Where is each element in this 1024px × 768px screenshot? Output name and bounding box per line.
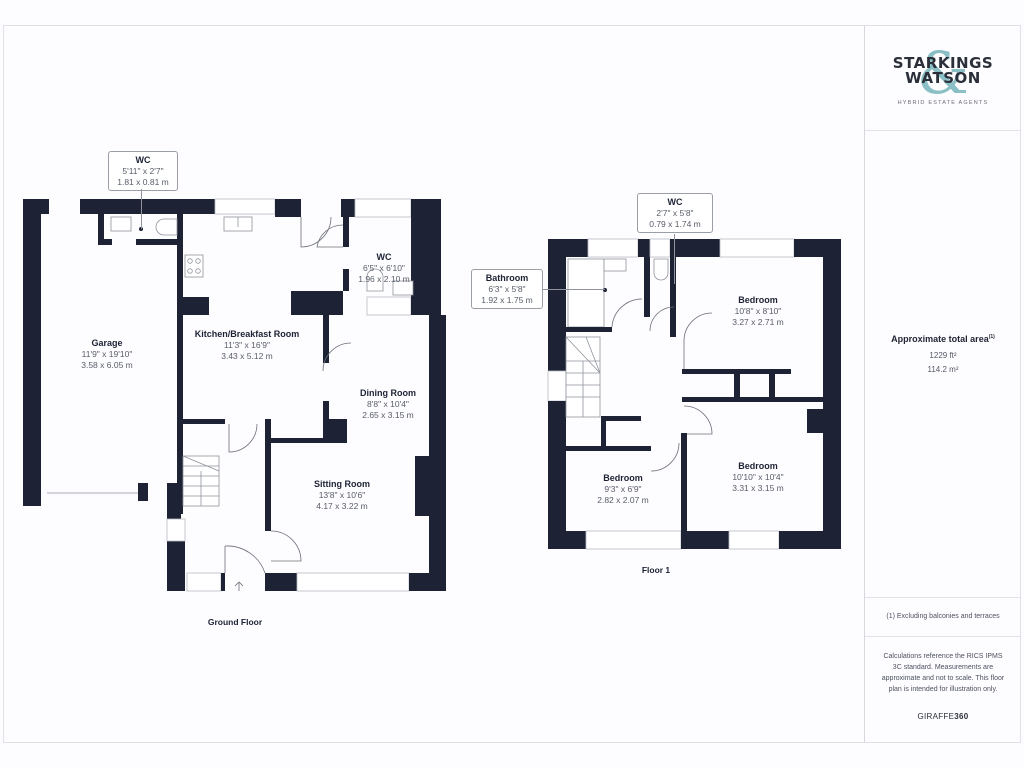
room-dimensions-imperial: 11'9" x 19'10"	[81, 349, 133, 359]
room-name: Kitchen/Breakfast Room	[194, 329, 300, 339]
room-dimensions-imperial: 5'11" x 2'7"	[122, 166, 164, 176]
room-dining: Dining Room 8'8" x 10'4" 2.65 x 3.15 m	[360, 387, 416, 421]
room-dimensions-metric: 1.92 x 1.75 m	[481, 295, 533, 305]
room-dimensions-metric: 0.79 x 1.74 m	[649, 219, 701, 229]
room-name: Sitting Room	[314, 479, 370, 489]
room-dimensions-imperial: 10'8" x 8'10"	[734, 306, 782, 316]
brand-name-line1: STARKINGS	[892, 54, 994, 72]
room-name: WC	[667, 197, 683, 207]
wc-ground-callout: WC 5'11" x 2'7" 1.81 x 0.81 m	[108, 151, 178, 191]
room-dimensions-metric: 1.81 x 0.81 m	[117, 177, 169, 187]
info-sidebar: & STARKINGS WATSON HYBRID ESTATE AGENTS …	[864, 26, 1021, 742]
room-dimensions-metric: 4.17 x 3.22 m	[316, 501, 368, 511]
area-sq-m: 114.2 m²	[927, 365, 959, 374]
disclaimer-note: Calculations reference the RICS IPMS 3C …	[881, 653, 1005, 693]
sidebar-divider	[865, 597, 1021, 598]
brand-tagline: HYBRID ESTATE AGENTS	[897, 100, 989, 106]
room-dimensions-imperial: 6'3" x 5'8"	[488, 284, 526, 294]
room-dimensions-imperial: 13'8" x 10'6"	[318, 490, 366, 500]
room-dimensions-metric: 3.31 x 3.15 m	[732, 483, 784, 493]
room-bedroom-rear-right: Bedroom 10'10" x 10'4" 3.31 x 3.15 m	[732, 460, 784, 494]
room-garage: Garage 11'9" x 19'10" 3.58 x 6.05 m	[81, 337, 133, 371]
area-title: Approximate total area(1)	[865, 334, 1021, 344]
room-bedroom-front-right: Bedroom 10'8" x 8'10" 3.27 x 2.71 m	[732, 294, 784, 328]
room-name: Bedroom	[603, 473, 643, 483]
first-floor-label: Floor 1	[641, 565, 671, 575]
provider-brand: GIRAFFE360	[865, 712, 1021, 721]
room-name: WC	[135, 155, 151, 165]
brand-name-line2: WATSON	[905, 69, 981, 87]
room-name: Bedroom	[738, 461, 778, 471]
ampersand-mark: &	[917, 39, 969, 107]
brand-logo: & STARKINGS WATSON HYBRID ESTATE AGENTS	[865, 44, 1021, 128]
first-floor-walls	[547, 238, 841, 550]
callout-leader-line	[543, 289, 605, 290]
area-title-text: Approximate total area	[891, 334, 989, 344]
room-dimensions-imperial: 11'3" x 16'9"	[224, 340, 270, 350]
room-dimensions-imperial: 9'3" x 6'9"	[604, 484, 642, 494]
floorplan-sheet: WC 5'11" x 2'7" 1.81 x 0.81 m Garage 11'…	[3, 25, 1021, 743]
room-name: Bedroom	[738, 295, 778, 305]
area-values: 1229 ft² 114.2 m²	[865, 349, 1021, 377]
room-dimensions-metric: 2.65 x 3.15 m	[362, 410, 414, 420]
sidebar-divider	[865, 130, 1021, 131]
ground-floor-label: Ground Floor	[207, 617, 263, 627]
room-bedroom-small: Bedroom 9'3" x 6'9" 2.82 x 2.07 m	[597, 472, 649, 506]
footnote-marker: (1)	[988, 334, 995, 340]
room-dimensions-metric: 2.82 x 2.07 m	[597, 495, 649, 505]
room-sitting: Sitting Room 13'8" x 10'6" 4.17 x 3.22 m	[314, 478, 370, 512]
callout-leader-line	[141, 189, 142, 229]
plan-area: WC 5'11" x 2'7" 1.81 x 0.81 m Garage 11'…	[4, 26, 864, 742]
room-wc-ground: WC 6'5" x 6'10" 1.96 x 2.10 m	[358, 251, 410, 285]
room-dimensions-metric: 1.96 x 2.10 m	[358, 274, 410, 284]
floorplan-drawing	[23, 198, 841, 592]
room-kitchen: Kitchen/Breakfast Room 11'3" x 16'9" 3.4…	[195, 328, 300, 362]
room-dimensions-metric: 3.58 x 6.05 m	[81, 360, 133, 370]
room-name: Dining Room	[360, 388, 416, 398]
room-dimensions-imperial: 2'7" x 5'8"	[656, 208, 694, 218]
room-dimensions-imperial: 10'10" x 10'4"	[732, 472, 784, 482]
exclusion-note: (1) Excluding balconies and terraces	[886, 613, 1000, 620]
ground-floor-walls	[23, 198, 446, 592]
room-dimensions-metric: 3.43 x 5.12 m	[221, 351, 273, 361]
bathroom-callout: Bathroom 6'3" x 5'8" 1.92 x 1.75 m	[471, 269, 543, 309]
callout-leader-line	[674, 234, 675, 284]
wc-first-callout: WC 2'7" x 5'8" 0.79 x 1.74 m	[637, 193, 713, 233]
room-name: Garage	[91, 338, 123, 348]
room-dimensions-imperial: 8'8" x 10'4"	[367, 399, 409, 409]
room-name: WC	[376, 252, 392, 262]
provider-suffix: 360	[954, 712, 969, 721]
room-dimensions-metric: 3.27 x 2.71 m	[732, 317, 784, 327]
area-sq-ft: 1229 ft²	[929, 351, 957, 360]
provider-prefix: GIRAFFE	[917, 712, 955, 721]
room-dimensions-imperial: 6'5" x 6'10"	[363, 263, 405, 273]
room-name: Bathroom	[485, 273, 529, 283]
sidebar-divider	[865, 636, 1021, 637]
